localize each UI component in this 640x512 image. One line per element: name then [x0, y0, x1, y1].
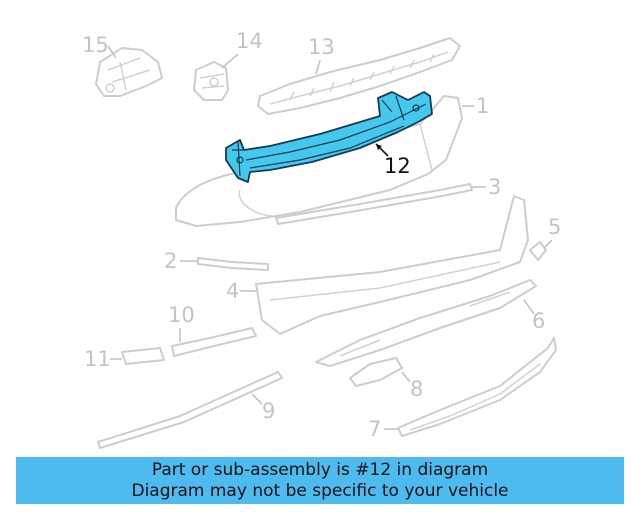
info-banner: Part or sub-assembly is #12 in diagram D… — [16, 457, 624, 504]
label-2: 2 — [164, 249, 177, 273]
label-11: 11 — [84, 347, 111, 371]
part-10-reflector — [171, 327, 257, 357]
leader-12-arrowhead — [376, 144, 382, 150]
leader-15 — [107, 45, 117, 59]
label-7: 7 — [368, 417, 381, 441]
part-9-molding — [97, 371, 283, 449]
label-3: 3 — [488, 175, 501, 199]
part-7-strip — [397, 337, 557, 437]
part-5-clip — [529, 241, 547, 261]
part-11-reflector — [121, 347, 165, 365]
label-12: 12 — [384, 154, 411, 178]
part-6-diffuser — [315, 279, 537, 367]
leader-14 — [221, 53, 239, 69]
label-10: 10 — [168, 303, 195, 327]
parts-diagram: 15 14 13 1 3 5 2 4 — [82, 29, 561, 449]
part-2-strip — [197, 257, 269, 271]
part-13-absorber — [257, 37, 461, 115]
label-8: 8 — [410, 377, 423, 401]
leader-5 — [543, 239, 553, 249]
part-15-bracket — [95, 47, 163, 97]
label-6: 6 — [532, 309, 545, 333]
label-9: 9 — [262, 399, 275, 423]
part-12-impact-bar — [225, 91, 433, 183]
part-8-tip — [349, 357, 403, 387]
label-14: 14 — [236, 29, 263, 53]
label-13: 13 — [308, 35, 335, 59]
label-4: 4 — [226, 279, 239, 303]
part-14-bracket — [193, 61, 229, 101]
part-3-strip — [275, 183, 473, 225]
leader-8 — [401, 371, 411, 383]
leader-9 — [251, 393, 263, 405]
leader-6 — [523, 299, 535, 315]
label-1: 1 — [476, 94, 489, 118]
label-5: 5 — [548, 215, 561, 239]
leader-13 — [315, 59, 321, 75]
part-4-lower-cover — [255, 195, 529, 335]
banner-line-1: Part or sub-assembly is #12 in diagram — [151, 460, 489, 480]
label-15: 15 — [82, 33, 109, 57]
banner-line-2: Diagram may not be specific to your vehi… — [131, 481, 509, 501]
